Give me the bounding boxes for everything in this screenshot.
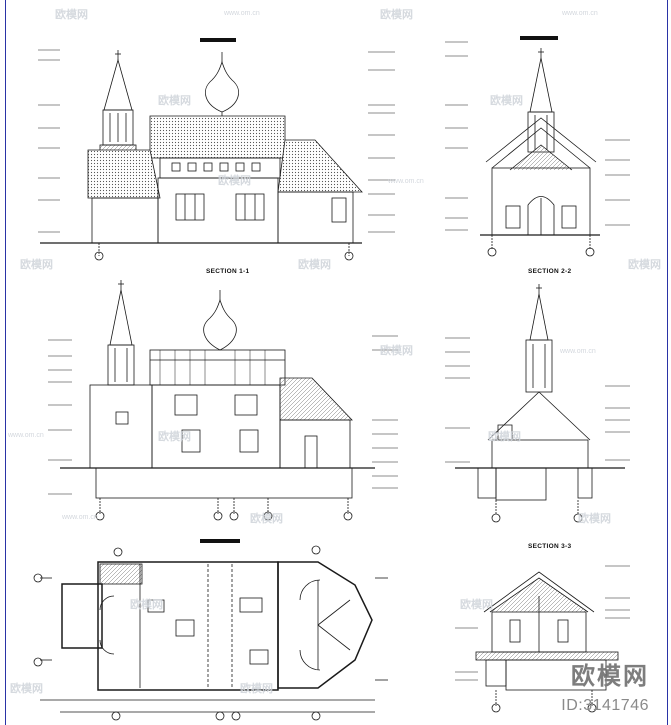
watermark-url: www.om.cn (388, 178, 424, 185)
watermark-logo: 欧模网 (158, 94, 191, 107)
watermark-logo: 欧模网 (55, 8, 88, 21)
watermark-logo: 欧模网 (628, 258, 661, 271)
brand-watermark: 欧模网 (571, 662, 649, 690)
watermark-logo: 欧模网 (488, 430, 521, 443)
watermark-logo: 欧模网 (298, 258, 331, 271)
section-2-2-caption: SECTION 2-2 (528, 268, 572, 275)
section-2-2 (445, 284, 630, 523)
watermark-logo: 欧模网 (250, 512, 283, 525)
floor-plan-title-bar (200, 539, 240, 543)
elevation-gable-title-bar (520, 36, 558, 40)
watermark-logo: 欧模网 (460, 598, 493, 611)
watermark-url: www.om.cn (62, 514, 98, 521)
watermark-logo: 欧模网 (20, 258, 53, 271)
watermark-logo: 欧模网 (130, 598, 163, 611)
watermark-logo: 欧模网 (380, 344, 413, 357)
section-1-1-caption: SECTION 1-1 (206, 268, 250, 275)
floor-plan (33, 545, 388, 721)
section-3-3-caption: SECTION 3-3 (528, 543, 572, 550)
watermark-logo: 欧模网 (10, 682, 43, 695)
watermark-url: www.om.cn (8, 432, 44, 439)
watermark-logo: 欧模网 (578, 512, 611, 525)
watermark-logo: 欧模网 (380, 8, 413, 21)
watermark-url: www.om.cn (562, 10, 598, 17)
watermark-url: www.om.cn (224, 10, 260, 17)
elevation-main-title-bar (200, 38, 236, 42)
watermark-logo: 欧模网 (158, 430, 191, 443)
elevation-gable (445, 41, 630, 257)
elevation-main (38, 49, 395, 261)
section-1-1 (48, 280, 398, 521)
brand-id-text: ID:3141746 (561, 697, 649, 714)
watermark-logo: 欧模网 (218, 174, 251, 187)
watermark-url: www.om.cn (560, 348, 596, 355)
watermark-logo: 欧模网 (240, 682, 273, 695)
watermark-logo: 欧模网 (490, 94, 523, 107)
section-3-3 (455, 565, 630, 713)
